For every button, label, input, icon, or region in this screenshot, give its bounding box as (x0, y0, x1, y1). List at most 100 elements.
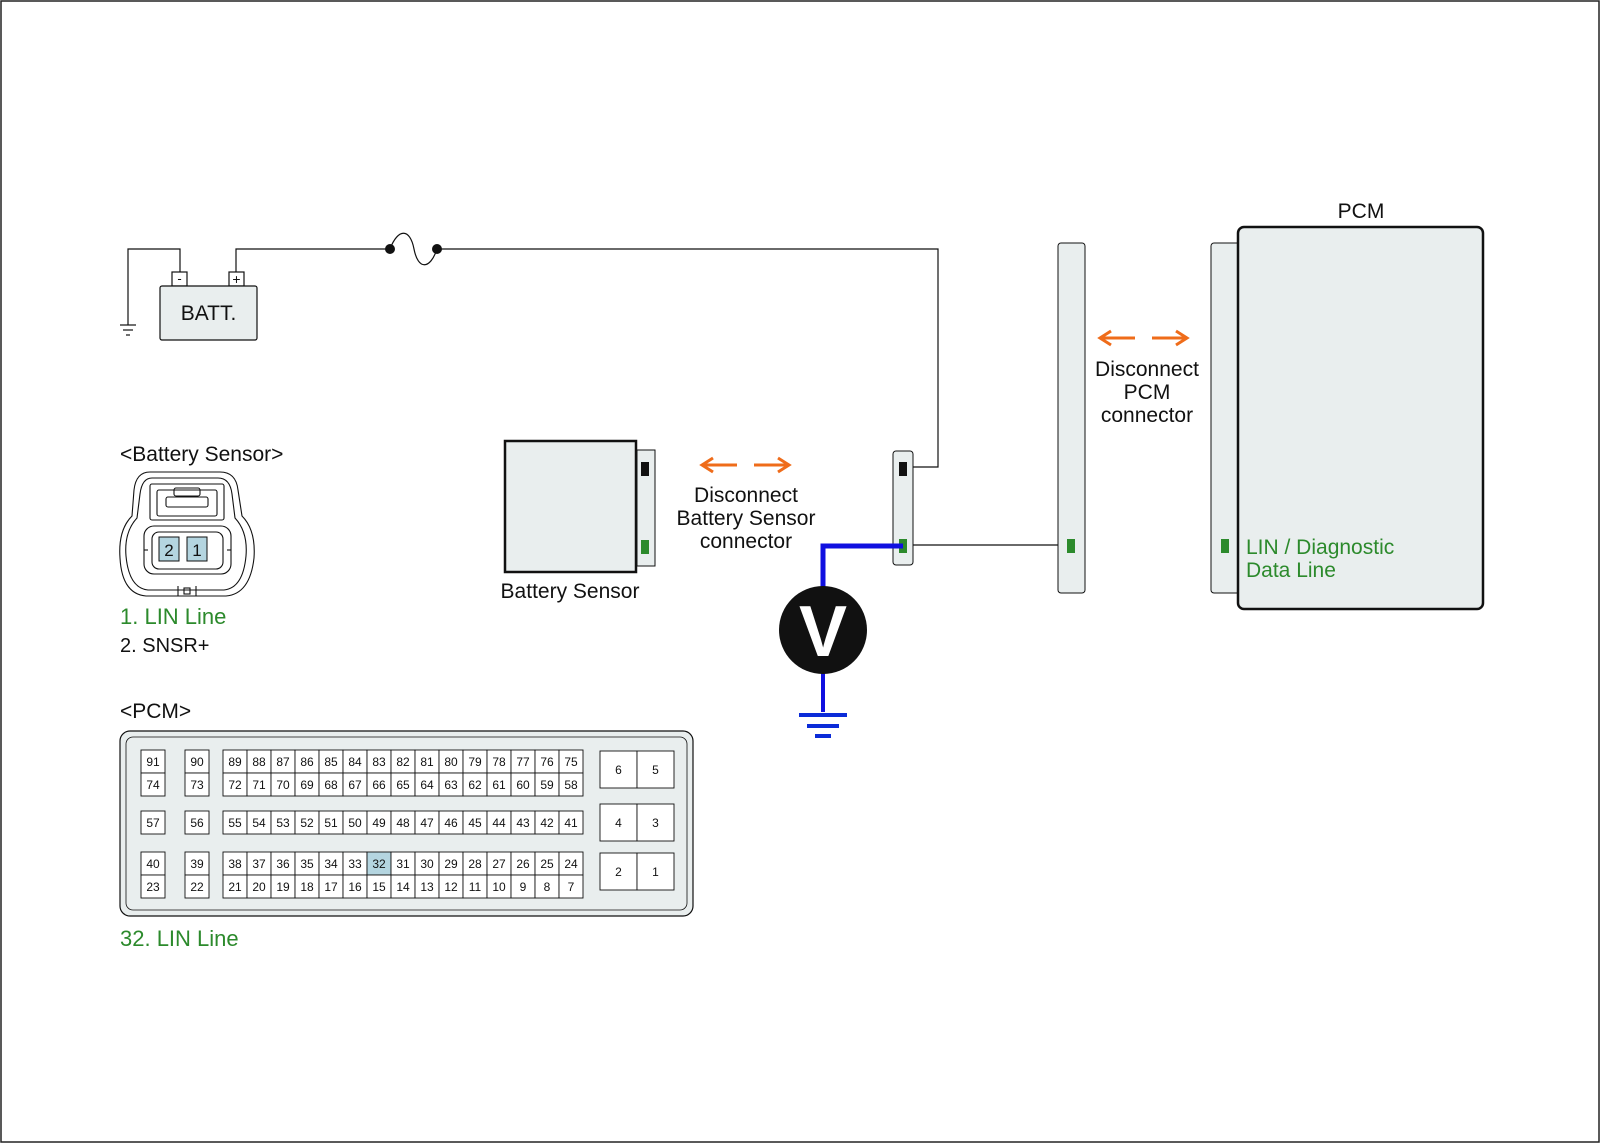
pcm-pin-1-box (636, 852, 675, 891)
pcm-pin-84: 84 (348, 755, 362, 769)
pcm-pin-72: 72 (228, 778, 242, 792)
pcm-pin-57-box (140, 810, 166, 835)
pcm-pin-3-box (636, 803, 675, 842)
pcm-label: PCM (1338, 200, 1385, 223)
pcm-pin-36: 36 (276, 857, 290, 871)
battery-positive-symbol: + (232, 271, 240, 287)
fuse-icon (385, 232, 442, 266)
pcm-pin-73-box (184, 772, 210, 797)
pcm-pin-77: 77 (516, 755, 530, 769)
pcm-pin-11: 11 (469, 880, 482, 894)
harness-connector (892, 450, 914, 566)
battery-ground-wire (127, 248, 181, 325)
pcm-pin-4-box (599, 803, 638, 842)
battery-sensor-connector-face (119, 471, 255, 597)
pcm-module: PCM LIN / Diagnostic Data Line (1210, 200, 1485, 611)
battery-label: BATT. (181, 302, 237, 325)
battery-negative-symbol: - (177, 271, 181, 286)
pcm-pin-60: 60 (516, 778, 530, 792)
pcm-pin-3: 3 (652, 816, 659, 830)
pcm-pin-6: 6 (615, 763, 622, 777)
pcm-pin-68: 68 (324, 778, 338, 792)
pcm-pin-41-box (558, 810, 584, 835)
pcm-pin-label-line-1: LIN / Diagnostic (1246, 536, 1394, 559)
pcm-pin-14: 14 (396, 880, 410, 894)
pcm-disconnect-line-1: Disconnect (1095, 358, 1199, 381)
pcm-pin-85: 85 (324, 755, 338, 769)
battery-sensor-pin-lin (641, 540, 649, 554)
pcm-pin-33: 33 (348, 857, 362, 871)
pcm-pin-37: 37 (252, 857, 266, 871)
pcm-pin-41: 41 (564, 816, 578, 830)
battery-sensor-connector-pin-1: 1 (192, 541, 201, 560)
pcm-pin-7: 7 (568, 880, 575, 894)
pcm-pin-46: 46 (444, 816, 458, 830)
pcm-pin-28: 28 (468, 857, 482, 871)
pcm-pin-26: 26 (516, 857, 530, 871)
pcm-pin-20: 20 (252, 880, 266, 894)
pcm-pin-55: 55 (228, 816, 242, 830)
pcm-pin-83: 83 (372, 755, 386, 769)
pcm-connector-legend: 32. LIN Line (120, 926, 239, 951)
pcm-pin-43: 43 (516, 816, 530, 830)
pcm-pin-80: 80 (444, 755, 458, 769)
pcm-pin-12: 12 (444, 880, 458, 894)
pcm-pin-29: 29 (444, 857, 458, 871)
pcm-pin-8: 8 (544, 880, 551, 894)
pcm-pin-6-box (599, 750, 638, 789)
battery-sensor-disconnect-line-3: connector (700, 530, 792, 553)
pcm-pin-22: 22 (190, 880, 204, 894)
battery-sensor-connector-title: <Battery Sensor> (120, 443, 283, 466)
pcm-pin-53: 53 (276, 816, 290, 830)
pcm-pin-51: 51 (324, 816, 338, 830)
pcm-pin-23-box (140, 874, 166, 899)
pcm-pin-67: 67 (348, 778, 362, 792)
pcm-pin-74: 74 (146, 778, 160, 792)
pcm-disconnect-arrows (1097, 329, 1190, 347)
pcm-connector-title: <PCM> (120, 700, 191, 723)
pcm-pin-90: 90 (190, 755, 204, 769)
pcm-pin-58-box (558, 772, 584, 797)
pcm-pin-79: 79 (468, 755, 482, 769)
pcm-pin-47: 47 (420, 816, 434, 830)
pcm-disconnect-line-2: PCM (1124, 381, 1171, 404)
pcm-pin-69: 69 (300, 778, 314, 792)
pcm-pin-32: 32 (372, 857, 386, 871)
pcm-pin-62: 62 (468, 778, 482, 792)
pcm-pin-2-box (599, 852, 638, 891)
fuse-to-splice-wire (437, 248, 939, 468)
pcm-pin-4: 4 (615, 816, 622, 830)
pcm-pin-34: 34 (324, 857, 338, 871)
pcm-pin-52: 52 (300, 816, 314, 830)
pcm-pin-9: 9 (520, 880, 527, 894)
battery-sensor-disconnect-line-1: Disconnect (694, 484, 798, 507)
pcm-pin-91: 91 (146, 755, 160, 769)
battery-body (159, 285, 258, 341)
pcm-pin-31: 31 (396, 857, 410, 871)
pcm-pin-13: 13 (420, 880, 434, 894)
battery-sensor-label: Battery Sensor (501, 580, 640, 603)
pcm-pin-16: 16 (348, 880, 362, 894)
pcm-body (1236, 225, 1485, 611)
pcm-pin-17: 17 (324, 880, 338, 894)
pcm-pin-10: 10 (492, 880, 506, 894)
pcm-pin-5: 5 (652, 763, 659, 777)
pcm-pin-82: 82 (396, 755, 410, 769)
pcm-pin-78: 78 (492, 755, 506, 769)
pcm-pin-21: 21 (228, 880, 242, 894)
pcm-pin-54: 54 (252, 816, 266, 830)
pcm-pin-39: 39 (190, 857, 204, 871)
voltmeter: V (779, 586, 867, 674)
pcm-pin-45: 45 (468, 816, 482, 830)
pcm-pin-57: 57 (146, 816, 160, 830)
pcm-pin-63: 63 (444, 778, 458, 792)
pcm-pin-label-line-2: Data Line (1246, 559, 1336, 582)
pcm-pin-86: 86 (300, 755, 314, 769)
harness-connector-pin-power (899, 462, 907, 476)
battery-sensor-connector-pin-1-box (186, 536, 208, 562)
pcm-pin-50: 50 (348, 816, 362, 830)
pcm-pin-5-box (636, 750, 675, 789)
pcm-pin-48: 48 (396, 816, 410, 830)
battery-sensor-pin-snsr (641, 462, 649, 476)
